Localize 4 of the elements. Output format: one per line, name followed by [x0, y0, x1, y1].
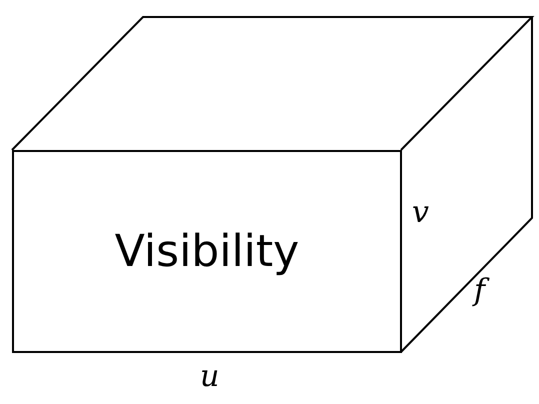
box-front-face: [12, 150, 402, 353]
dimension-label: u: [200, 362, 220, 392]
dimension-label: v: [412, 198, 429, 228]
box-title: Visibility: [114, 226, 300, 277]
